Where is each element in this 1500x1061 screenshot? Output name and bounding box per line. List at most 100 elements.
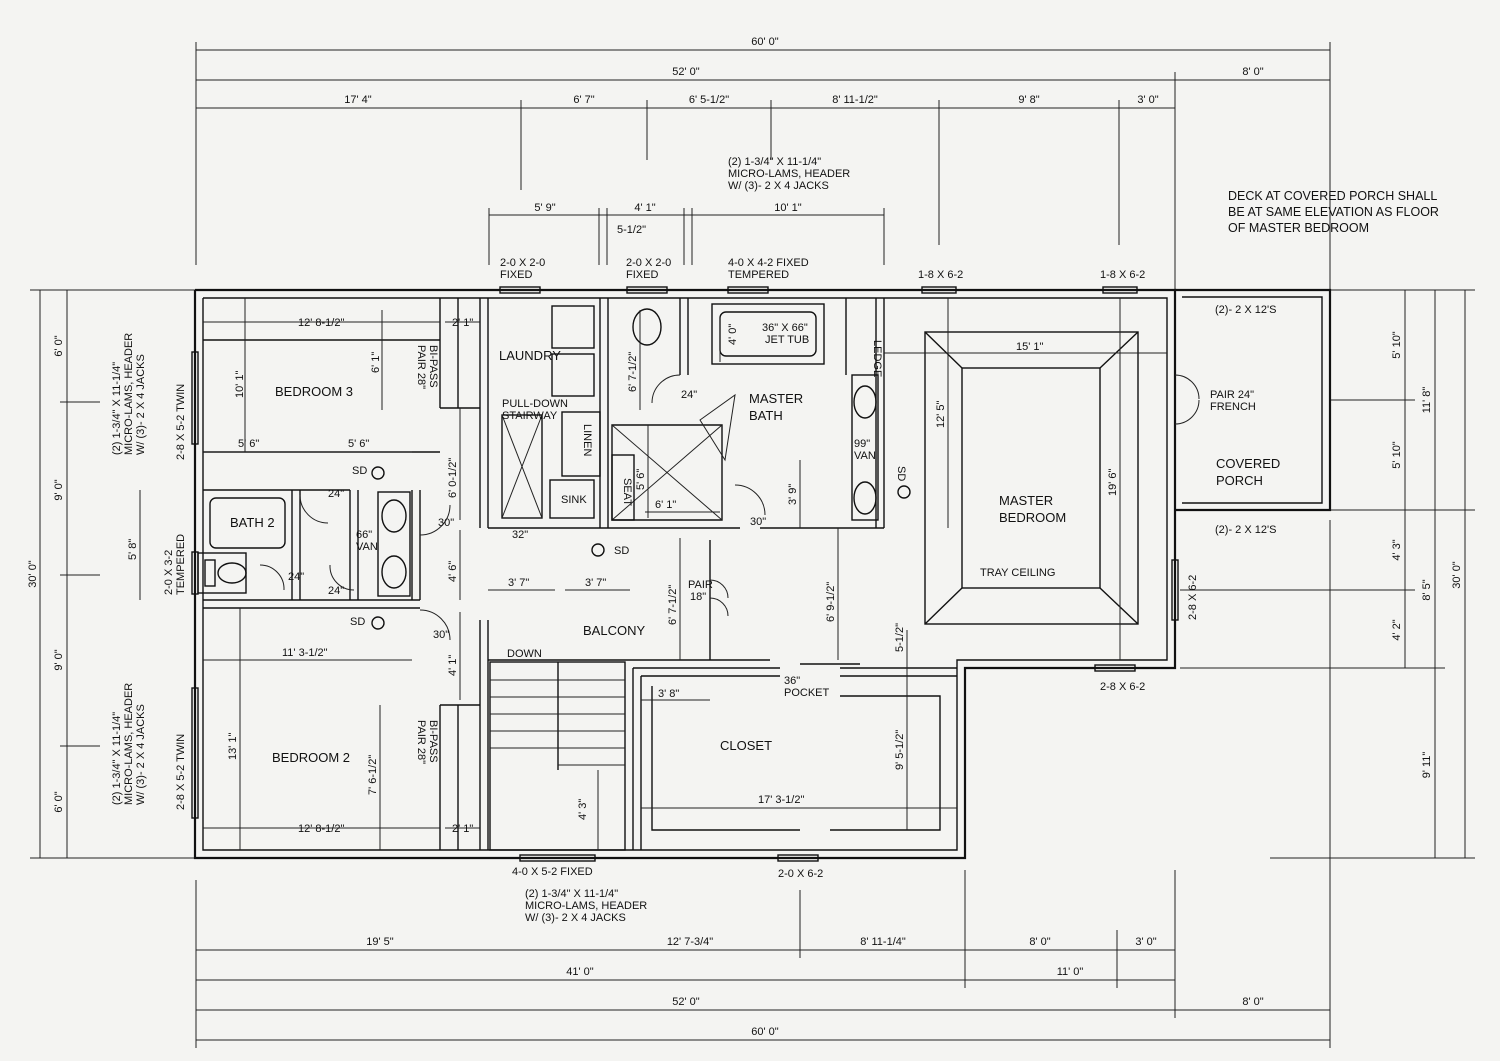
dim-bot-1: 19' 5" <box>366 936 394 948</box>
dim-mbr-w: 15' 1" <box>1016 341 1044 353</box>
tray-ceiling-label: TRAY CEILING <box>980 567 1055 579</box>
in30-a: 30" <box>438 517 454 529</box>
dim-left-6a: 6' 0" <box>53 335 65 356</box>
dim-right-30: 30' 0" <box>1451 561 1463 589</box>
bipass-bot-l1: PAIR 28" <box>415 720 427 764</box>
header-top-line-1: (2) 1-3/4" X 11-1/4" <box>728 156 821 168</box>
french-l1: PAIR 24" <box>1210 389 1254 401</box>
bottom-header-note: (2) 1-3/4" X 11-1/4" MICRO-LAMS, HEADER … <box>525 888 647 924</box>
porch-2x12-bot: (2)- 2 X 12'S <box>1215 524 1276 536</box>
dim-52-top: 52' 0" <box>672 66 700 78</box>
win-4042-l2: TEMPERED <box>728 269 789 281</box>
room-balcony: BALCONY <box>583 623 645 638</box>
pulldown-l2: STAIRWAY <box>502 410 558 422</box>
dim-br2-w: 11' 3-1/2" <box>282 647 328 659</box>
jet-tub-l2: JET TUB <box>765 334 809 346</box>
linen-label: LINEN <box>581 424 593 456</box>
porch-2x12-top: (2)- 2 X 12'S <box>1215 304 1276 316</box>
dim-right-2: 5' 10" <box>1391 441 1403 469</box>
dim-mbr-h: 12' 5" <box>935 400 947 428</box>
dim-mb-d: 6' 1" <box>655 499 676 511</box>
dim-clo-c: 9' 5-1/2" <box>894 730 906 770</box>
win-1862a: 1-8 X 6-2 <box>918 269 963 281</box>
in24-c: 24" <box>328 585 344 597</box>
dim-seg-4: 8' 11-1/2" <box>832 94 878 106</box>
dim-br2-h: 13' 1" <box>227 732 239 760</box>
in30-b: 30" <box>433 629 449 641</box>
win-2062: 2-0 X 6-2 <box>778 868 823 880</box>
in32-a: 32" <box>512 529 528 541</box>
pocket-l1: 36" <box>784 675 800 687</box>
dim-bal-b: 3' 7" <box>585 577 606 589</box>
dim-right-3: 11' 8" <box>1421 387 1433 414</box>
dim-bal-v2: 4' 1" <box>447 655 459 676</box>
ledge-label: LEDGE <box>871 340 883 377</box>
dim-br2-c: 7' 6-1/2" <box>367 755 379 795</box>
win-2020b-l2: FIXED <box>626 269 658 281</box>
sd-label-2: SD <box>350 616 365 628</box>
smoke-detector-icon <box>897 485 911 499</box>
van66-l1: 66" <box>356 529 372 541</box>
dim-clo-b: 17' 3-1/2" <box>758 794 804 806</box>
dim-br3-cw: 2' 1" <box>452 317 473 329</box>
note-line-1: DECK AT COVERED PORCH SHALL <box>1228 189 1437 203</box>
header-left-a-2: MICRO-LAMS, HEADER <box>123 333 135 455</box>
dim-mbr-d: 5-1/2" <box>894 623 906 652</box>
dim-mb-a: 6' 7-1/2" <box>627 352 639 392</box>
win-2020a-l2: FIXED <box>500 269 532 281</box>
room-covered-porch-1: COVERED <box>1216 456 1280 471</box>
dim-bot-11: 11' 0" <box>1057 966 1084 978</box>
in30-c: 30" <box>750 516 766 528</box>
dim-bot-60: 60' 0" <box>751 1026 779 1038</box>
french-l2: FRENCH <box>1210 401 1256 413</box>
header-left-b-2: MICRO-LAMS, HEADER <box>123 683 135 805</box>
dim-win-1: 5' 9" <box>534 202 555 214</box>
dim-bal-c: 6' 7-1/2" <box>667 585 679 625</box>
interior-dimension-lines <box>139 298 1167 850</box>
in24-b: 24" <box>288 571 304 583</box>
dim-right-1: 5' 10" <box>1391 331 1403 359</box>
dim-bal-v: 4' 6" <box>447 561 459 582</box>
misc-labels: 36" X 66" JET TUB LEDGE 99" VAN 66" VAN … <box>288 304 1276 764</box>
win-2862b: 2-8 X 6-2 <box>1100 681 1145 693</box>
top-dimensions: 60' 0" 52' 0" 8' 0" 17' 4" 6' 7" 6' 5-1/… <box>195 36 1331 290</box>
pocket-l2: POCKET <box>784 687 830 699</box>
pulldown-l1: PULL-DOWN <box>502 398 568 410</box>
dim-win-4: 5-1/2" <box>617 224 646 236</box>
sd-label-4: SD <box>895 466 907 481</box>
dim-right-4: 4' 3" <box>1391 539 1403 560</box>
smoke-detector-icon <box>591 543 605 557</box>
van66-l2: VAN <box>356 541 378 553</box>
header-left-a-3: W/ (3)- 2 X 4 JACKS <box>135 354 147 455</box>
dim-bath-h: 5' 8" <box>127 539 139 560</box>
room-covered-porch-2: PORCH <box>1216 473 1263 488</box>
smoke-detectors <box>371 466 911 630</box>
dim-bot-8: 8' 0" <box>1242 996 1263 1008</box>
dim-seg-2: 6' 7" <box>573 94 594 106</box>
stairs <box>489 661 626 851</box>
dim-right-7: 9' 11" <box>1421 752 1433 779</box>
header-bot-line-2: MICRO-LAMS, HEADER <box>525 900 647 912</box>
van99-l2: VAN <box>854 450 876 462</box>
dim-mb-b: 4' 0" <box>727 324 739 345</box>
deck-note: DECK AT COVERED PORCH SHALL BE AT SAME E… <box>1228 189 1439 235</box>
dim-mb-e: 3' 9" <box>787 484 799 505</box>
bipass-top-l1: PAIR 28" <box>415 345 427 389</box>
bipass-bot-l2: BI-PASS <box>427 720 439 763</box>
header-top-line-3: W/ (3)- 2 X 4 JACKS <box>728 180 829 192</box>
win-2020b-l1: 2-0 X 2-0 <box>626 257 671 269</box>
dim-bot-41: 41' 0" <box>566 966 594 978</box>
fixtures <box>197 303 879 597</box>
in24-a: 24" <box>328 488 344 500</box>
sd-label-3: SD <box>614 545 629 557</box>
win-2032-l2: TEMPERED <box>175 534 187 595</box>
dim-8-top: 8' 0" <box>1242 66 1263 78</box>
room-master-bath-1: MASTER <box>749 391 803 406</box>
tray-ceiling <box>924 331 1139 625</box>
dim-mbr-c: 6' 9-1/2" <box>825 582 837 622</box>
left-dimensions: 30' 0" 6' 0" 9' 0" 9' 0" 6' 0" (2) 1-3/4… <box>27 289 195 859</box>
dim-left-9b: 9' 0" <box>53 649 65 670</box>
dim-br3-h: 10' 1" <box>234 370 246 398</box>
win-2862a: 2-8 X 6-2 <box>1187 575 1199 620</box>
